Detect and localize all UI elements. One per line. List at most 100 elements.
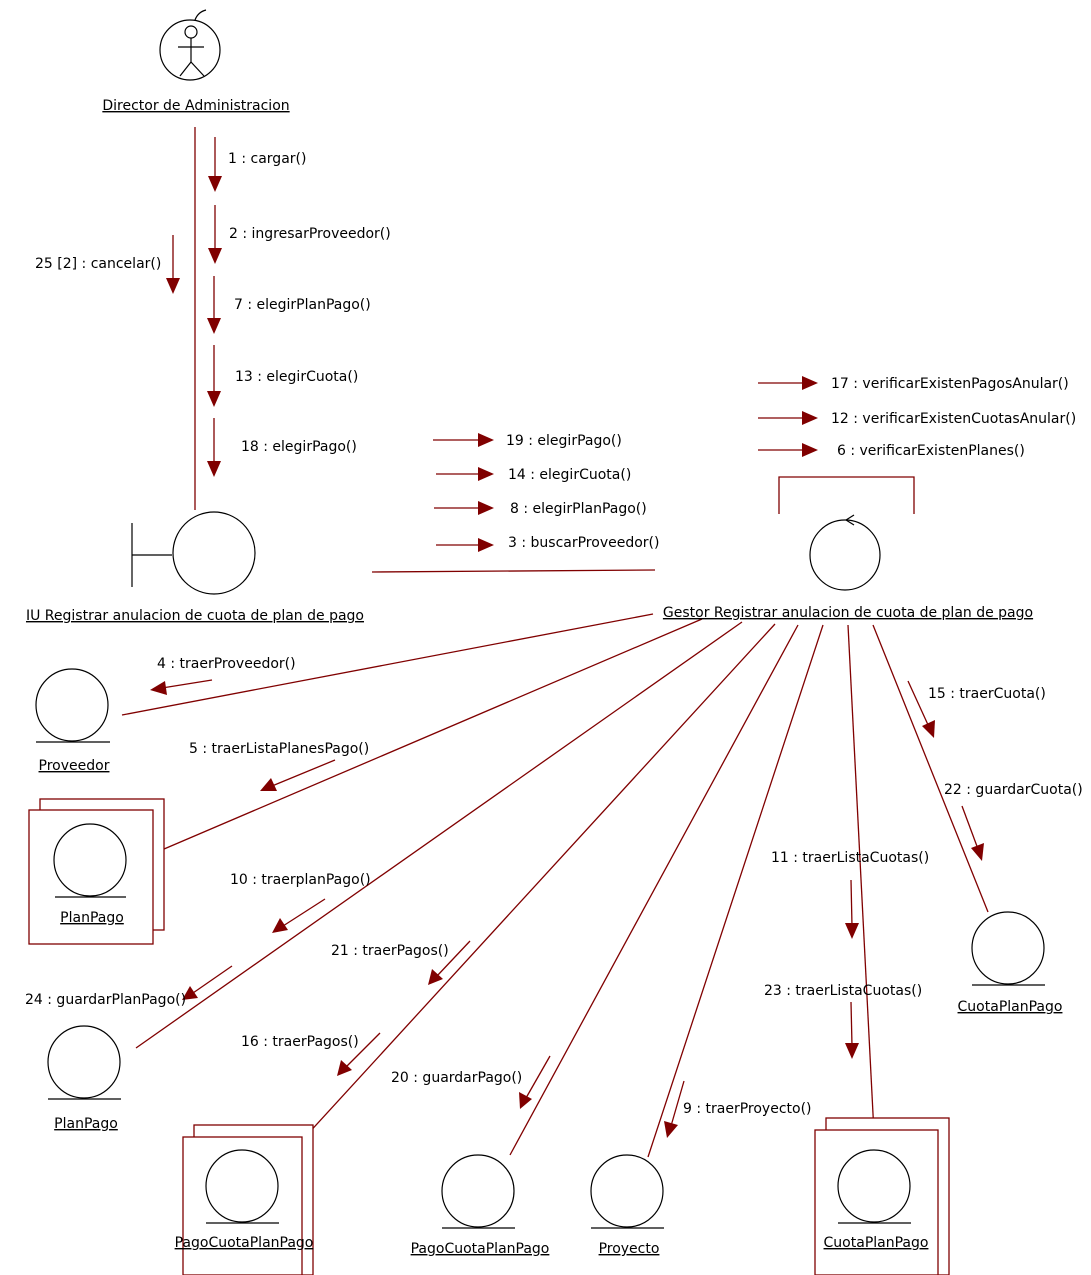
arrowhead-23 [845, 1043, 859, 1059]
message-17: 17 : verificarExistenPagosAnular() [831, 376, 1069, 392]
arrowhead-10 [272, 918, 288, 933]
control-arrow-icon [845, 514, 855, 526]
arrowhead-21 [428, 969, 443, 985]
link-gestor-pagocuota-collection [294, 623, 776, 1149]
message-20: 20 : guardarPago() [391, 1070, 522, 1086]
message-19: 19 : elegirPago() [506, 433, 622, 449]
arrowhead-22 [971, 843, 984, 861]
arrowhead-9 [664, 1121, 678, 1138]
arrowhead-1 [208, 176, 222, 192]
links [121, 127, 989, 1158]
entity-planpago[interactable]: PlanPago [47, 1025, 121, 1132]
arrowhead-5 [260, 778, 277, 791]
message-21: 21 : traerPagos() [331, 943, 449, 959]
arrowhead-6 [802, 443, 818, 457]
arrowhead-4 [150, 681, 167, 695]
arrow-15 [907, 680, 930, 728]
object-label-proyecto: Proyecto [599, 1241, 660, 1257]
message-13: 13 : elegirCuota() [235, 369, 358, 385]
entity-cuotaplanpago[interactable]: CuotaPlanPago [958, 911, 1063, 1015]
message-23: 23 : traerListaCuotas() [764, 983, 922, 999]
collection-cuotaplanpago[interactable]: CuotaPlanPago [814, 1117, 950, 1275]
message-12: 12 : verificarExistenCuotasAnular() [831, 411, 1076, 427]
object-label-gestor: Gestor Registrar anulacion de cuota de p… [663, 605, 1033, 621]
link-gestor-planpago [135, 621, 743, 1049]
arrow-5 [271, 759, 336, 787]
message-18: 18 : elegirPago() [241, 439, 357, 455]
arrowhead-11 [845, 923, 859, 939]
arrowhead-12 [802, 411, 818, 425]
message-10: 10 : traerplanPago() [230, 872, 371, 888]
arrow-22 [961, 805, 979, 850]
message-6: 6 : verificarExistenPlanes() [837, 443, 1025, 459]
message-9: 9 : traerProyecto() [683, 1101, 812, 1117]
boundary-ui[interactable]: IU Registrar anulacion de cuota de plan … [26, 511, 364, 624]
arrow-10 [282, 898, 326, 927]
arrowhead-3 [478, 538, 494, 552]
link-ui-gestor [371, 569, 656, 573]
message-8: 8 : elegirPlanPago() [510, 501, 647, 517]
arrowhead-24 [182, 986, 198, 1000]
message-22: 22 : guardarCuota() [944, 782, 1083, 798]
object-label-cuota-collection: CuotaPlanPago [824, 1235, 929, 1251]
collection-pagocuotaplanpago[interactable]: PagoCuotaPlanPago [175, 1124, 314, 1275]
arrowhead-8 [478, 501, 494, 515]
arrowhead-7 [207, 318, 221, 334]
collection-planpago[interactable]: PlanPago [28, 798, 165, 945]
message-2: 2 : ingresarProveedor() [229, 226, 391, 242]
arrow-21 [436, 940, 471, 977]
arrowhead-2 [208, 248, 222, 264]
arrow-16 [345, 1032, 381, 1068]
link-gestor-proyecto [647, 624, 824, 1158]
message-11: 11 : traerListaCuotas() [771, 850, 929, 866]
arrow-23 [850, 1001, 853, 1047]
message-4: 4 : traerProveedor() [157, 656, 296, 672]
message-24: 24 : guardarPlanPago() [25, 992, 186, 1008]
arrowhead-25 [166, 278, 180, 294]
object-label-proveedor: Proveedor [39, 758, 110, 774]
arrow-4 [161, 679, 213, 689]
link-gestor-cuota-collection [847, 624, 876, 1154]
message-1: 1 : cargar() [228, 151, 306, 167]
object-label-pagocuota: PagoCuotaPlanPago [411, 1241, 550, 1257]
arrowhead-15 [922, 720, 935, 738]
object-label-pagocuota-collection: PagoCuotaPlanPago [175, 1235, 314, 1251]
message-arrows [150, 137, 984, 1138]
actor-figure-icon [184, 25, 198, 39]
arrowhead-19 [478, 433, 494, 447]
link-gestor-pagocuota [509, 624, 799, 1156]
arrowhead-20 [519, 1092, 532, 1109]
arrowhead-13 [207, 391, 221, 407]
arrow-20 [525, 1055, 551, 1099]
message-5: 5 : traerListaPlanesPago() [189, 741, 369, 757]
arrow-11 [850, 879, 853, 927]
arrowhead-18 [207, 461, 221, 477]
entity-proveedor[interactable]: Proveedor [35, 668, 110, 774]
object-label-ui: IU Registrar anulacion de cuota de plan … [26, 608, 364, 624]
arrowhead-17 [802, 376, 818, 390]
arrowhead-16 [337, 1060, 352, 1076]
control-gestor[interactable]: Gestor Registrar anulacion de cuota de p… [663, 514, 1033, 621]
message-7: 7 : elegirPlanPago() [234, 297, 371, 313]
actor-director[interactable]: Director de Administracion [102, 9, 290, 114]
object-label-planpago: PlanPago [54, 1116, 118, 1132]
gestor-self-link [778, 476, 915, 514]
message-16: 16 : traerPagos() [241, 1034, 359, 1050]
object-label-director: Director de Administracion [102, 98, 289, 114]
entity-proyecto[interactable]: Proyecto [590, 1154, 664, 1257]
entity-pagocuotaplanpago[interactable]: PagoCuotaPlanPago [411, 1154, 550, 1257]
message-15: 15 : traerCuota() [928, 686, 1046, 702]
message-14: 14 : elegirCuota() [508, 467, 631, 483]
link-gestor-proveedor [121, 613, 654, 716]
arrow-9 [670, 1080, 685, 1127]
arrowhead-14 [478, 467, 494, 481]
arrow-24 [192, 965, 233, 994]
message-labels: 1 : cargar() 2 : ingresarProveedor() 25 … [25, 151, 1083, 1117]
link-gestor-cuota [872, 624, 989, 913]
object-label-cuota: CuotaPlanPago [958, 999, 1063, 1015]
message-3: 3 : buscarProveedor() [508, 535, 659, 551]
message-25: 25 [2] : cancelar() [35, 256, 161, 272]
link-gestor-planpago-collection [142, 618, 703, 859]
object-label-planpago-collection: PlanPago [60, 910, 124, 926]
